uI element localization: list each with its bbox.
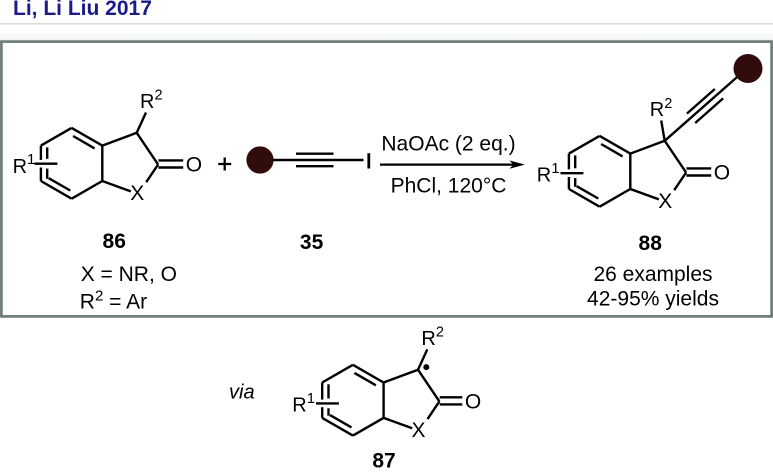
- svg-text:35: 35: [300, 231, 324, 254]
- svg-text:via: via: [229, 381, 255, 403]
- svg-text:X: X: [411, 419, 425, 442]
- svg-text:PhCl, 120°C: PhCl, 120°C: [391, 174, 507, 197]
- svg-text:NaOAc (2 eq.): NaOAc (2 eq.): [381, 132, 515, 155]
- svg-text:R2 = Ar: R2 = Ar: [80, 287, 147, 313]
- svg-text:O: O: [186, 154, 202, 177]
- svg-text:X = NR, O: X = NR, O: [81, 263, 177, 286]
- svg-text:O: O: [465, 390, 481, 413]
- svg-text:X: X: [658, 190, 672, 213]
- svg-text:42-95% yields: 42-95% yields: [587, 287, 719, 310]
- svg-text:X: X: [130, 182, 144, 205]
- svg-text:O: O: [714, 162, 730, 185]
- svg-text:Li, Li Liu 2017: Li, Li Liu 2017: [13, 0, 152, 20]
- svg-text:87: 87: [372, 449, 395, 471]
- svg-text:86: 86: [103, 230, 126, 253]
- svg-text:88: 88: [639, 232, 663, 255]
- svg-text:26 examples: 26 examples: [593, 263, 712, 286]
